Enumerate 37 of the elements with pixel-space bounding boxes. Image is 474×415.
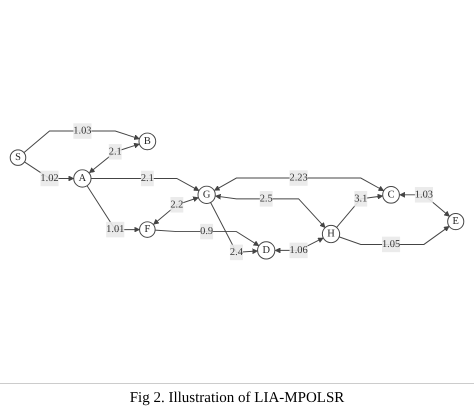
edge-label: 2.2 [170, 198, 184, 210]
node-circle: D [257, 241, 276, 260]
node-circle: G [198, 185, 216, 204]
edge-label: 1.06 [290, 244, 308, 256]
figure-caption: Fig 2. Illustration of LIA-MPOLSR [0, 383, 474, 415]
arrow [215, 194, 326, 228]
node-circle: S [10, 149, 26, 166]
arrow [90, 178, 200, 191]
edge-label: 1.02 [40, 172, 59, 184]
arrow [153, 196, 199, 224]
node-circle: A [73, 169, 92, 188]
edge-label: 2.1 [140, 172, 154, 184]
arrow [338, 226, 450, 245]
arrow [399, 192, 450, 216]
arrow [336, 194, 384, 228]
arrow [210, 202, 258, 254]
edge-label: 1.05 [382, 238, 400, 250]
arrow [214, 177, 384, 191]
edge-label: 0.9 [200, 226, 214, 237]
arrow [154, 229, 260, 246]
node-circle: B [138, 132, 156, 150]
edge-label: 1.01 [106, 224, 124, 235]
node-circle: E [447, 212, 464, 230]
edge-label: 2.4 [230, 246, 243, 258]
node-circle: F [139, 221, 156, 238]
arrow [89, 142, 140, 173]
edge-label: 2.5 [260, 192, 273, 204]
edge-label: 2.1 [108, 146, 122, 157]
arrow [23, 130, 140, 153]
edge-label: 2.23 [290, 172, 308, 184]
node-circle: H [322, 224, 340, 243]
edge-label: 3.1 [354, 192, 368, 204]
node-circle: C [382, 186, 400, 204]
edge-label: 1.03 [73, 124, 92, 136]
arrow [24, 161, 74, 182]
edge-label: 1.03 [414, 188, 434, 200]
arrow [86, 185, 140, 232]
